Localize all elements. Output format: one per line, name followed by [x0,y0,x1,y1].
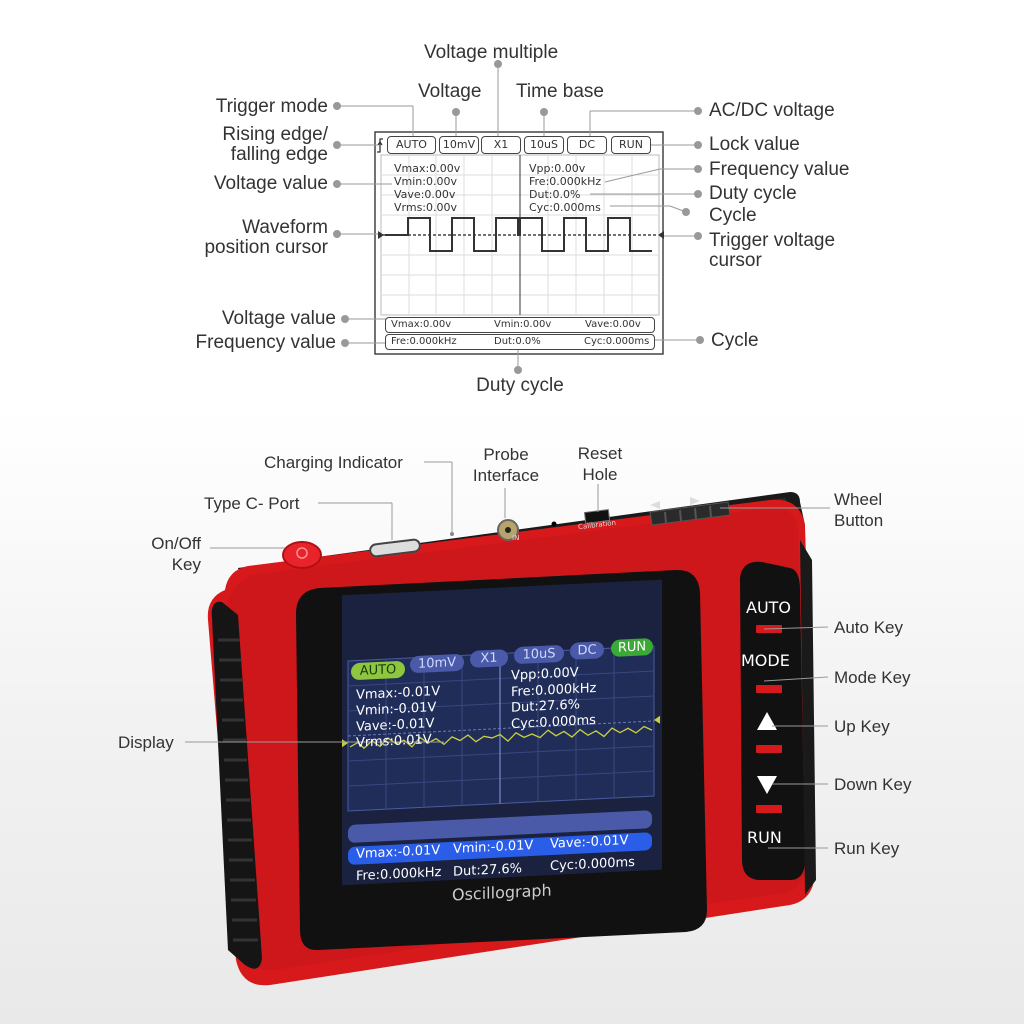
device-plot [342,645,660,865]
device-leader-lines [185,461,830,849]
port-in-label: IN [512,534,520,542]
mini-bar-vmin: Vmin:0.00v [494,319,552,330]
calibration-slot [583,509,611,524]
device-brand: Oscillograph [452,880,552,905]
mini-vmin: Vmin:0.00v [394,175,457,188]
grip-ridges [218,638,258,942]
label-up-key: Up Key [834,717,890,736]
mini-auto-button: AUTO [387,136,436,154]
label-trigger-cursor: cursor [709,250,762,271]
noise-waveform [349,725,653,750]
charging-indicator-icon [450,532,454,536]
mini-bar-vmax: Vmax:0.00v [391,319,452,330]
label-waveform: Waveform [242,217,328,238]
wheel-arrows-icon [650,497,700,509]
label-voltage-multiple: Voltage multiple [424,42,559,63]
mini-vpp: Vpp:0.00v [529,162,586,175]
mode-key[interactable]: MODE [741,651,790,670]
mini-dut: Dut:0.0% [529,188,581,201]
mini-bar-fre: Fre:0.000kHz [391,336,457,347]
label-time-base: Time base [516,81,604,102]
left-grip [211,601,262,969]
reset-hole[interactable] [551,521,557,527]
mini-bar-vave: Vave:0.00v [585,319,641,330]
run-key[interactable]: RUN [747,828,782,847]
label-display: Display [118,733,174,752]
label-falling-edge: falling edge [230,144,328,165]
label-run-key: Run Key [834,839,900,858]
down-key-icon[interactable] [757,776,777,794]
label-down-key: Down Key [834,775,912,794]
label-wheel: Wheel [834,490,883,509]
mini-bar-cyc: Cyc:0.000ms [584,336,650,347]
mini-x1-button: X1 [481,136,521,154]
auto-key[interactable]: AUTO [746,598,792,617]
label-button: Button [834,511,884,530]
label-frequency-value-bottom: Frequency value [195,332,336,353]
label-duty-cycle-bottom: Duty cycle [476,375,564,396]
label-key: Key [171,555,201,574]
screen-leader-lines [333,60,704,374]
key-indicators [756,625,782,813]
mini-vave: Vave:0.00v [394,188,456,201]
key-panel [740,561,805,880]
label-reset: Reset [577,444,623,463]
label-voltage: Voltage [418,81,482,102]
mini-run-button: RUN [611,136,651,154]
trigger-cursor-icon [658,231,664,239]
device-auto-pill: AUTO [351,660,405,681]
trigger-edge-icon [377,138,383,153]
square-wave [385,217,652,252]
label-rising-edge: Rising edge/ [222,124,328,145]
label-onoff: On/Off [151,534,201,553]
label-probe: Probe [483,445,529,464]
label-trigger-voltage: Trigger voltage [709,230,836,251]
mini-cyc: Cyc:0.000ms [529,201,601,214]
label-auto-key: Auto Key [834,618,903,637]
label-acdc-voltage: AC/DC voltage [709,100,835,121]
label-frequency-value: Frequency value [709,159,850,180]
type-c-port[interactable] [369,538,421,558]
mini-frequency-bar: Fre:0.000kHz Dut:0.0% Cyc:0.000ms [385,334,655,350]
power-key[interactable] [282,541,322,569]
device-dc-pill: DC [570,641,604,660]
mini-vmax: Vmax:0.00v [394,162,461,175]
label-charging-indicator: Charging Indicator [264,453,403,472]
mini-dc-button: DC [567,136,607,154]
label-cycle: Cycle [709,205,757,226]
mini-fre: Fre:0.000kHz [529,175,602,188]
waveform-cursor-icon [378,231,384,239]
label-hole: Hole [582,465,618,484]
mini-voltage-bar: Vmax:0.00v Vmin:0.00v Vave:0.00v [385,317,655,333]
label-duty-cycle: Duty cycle [709,183,797,204]
device-run-pill: RUN [611,637,653,658]
label-voltage-value-top: Voltage value [213,173,328,194]
label-type-c-port: Type C- Port [204,494,300,513]
mini-10us-button: 10uS [524,136,564,154]
label-lock-value: Lock value [709,134,800,155]
label-mode-key: Mode Key [834,668,911,687]
mini-bar-dut: Dut:0.0% [494,336,541,347]
mini-vrms: Vrms:0.00v [394,201,458,214]
device-x1-pill: X1 [470,649,508,668]
label-position-cursor: position cursor [204,237,328,258]
label-interface: Interface [472,466,540,485]
label-trigger-mode: Trigger mode [215,96,328,117]
plot-grid [380,154,660,316]
label-voltage-value-bottom: Voltage value [221,308,336,329]
device-10mv-pill: 10mV [410,653,464,674]
device-10us-pill: 10uS [514,644,564,665]
label-cycle-bottom: Cycle [711,330,759,351]
mini-10mv-button: 10mV [439,136,479,154]
